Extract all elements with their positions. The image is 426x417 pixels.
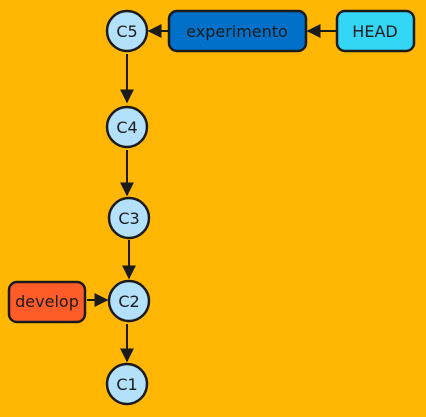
branch-label: develop (15, 292, 79, 311)
head-label: HEAD (352, 22, 397, 41)
branch-label: experimento (186, 22, 288, 41)
commit-label: C5 (116, 22, 137, 41)
branch-ref-develop[interactable]: develop (7, 280, 87, 324)
commit-node-c4[interactable]: C4 (105, 105, 149, 149)
commit-node-c3[interactable]: C3 (107, 196, 151, 240)
commit-node-c2[interactable]: C2 (107, 279, 151, 323)
commit-label: C1 (116, 375, 137, 394)
branch-ref-experimento[interactable]: experimento (167, 9, 308, 53)
commit-label: C2 (118, 292, 139, 311)
commit-label: C4 (116, 118, 137, 137)
head-ref[interactable]: HEAD (335, 9, 416, 53)
commit-node-c5[interactable]: C5 (105, 9, 149, 53)
commit-label: C3 (118, 209, 139, 228)
commit-node-c1[interactable]: C1 (105, 362, 149, 406)
